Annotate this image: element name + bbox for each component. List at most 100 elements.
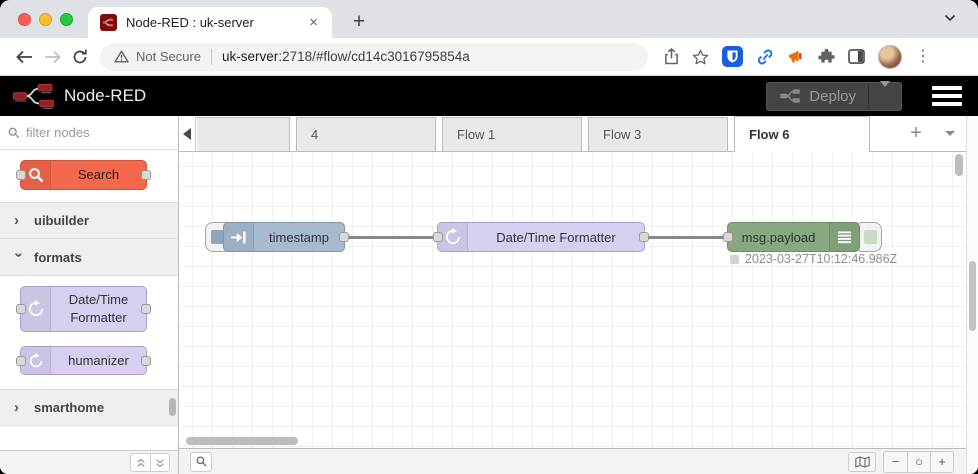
- browser-toolbar: Not Secure uk-server :2718/#flow/cd14c30…: [0, 38, 978, 76]
- browser-tab[interactable]: Node-RED : uk-server ×: [88, 7, 332, 38]
- flow-canvas[interactable]: timestamp Date/Time Formatter msg.payloa…: [179, 152, 966, 448]
- inject-arrow-icon: [224, 223, 254, 251]
- page-scrollbar-thumb[interactable]: [969, 261, 976, 331]
- chevron-right-icon: ›: [14, 212, 19, 229]
- page-scrollbar[interactable]: [966, 116, 978, 474]
- canvas-footer: − ○ +: [179, 448, 966, 474]
- fullscreen-window-button[interactable]: [60, 12, 73, 26]
- zoom-reset-button[interactable]: ○: [907, 451, 930, 472]
- side-panel-icon[interactable]: [848, 49, 865, 64]
- reload-button[interactable]: [66, 43, 94, 71]
- flow-tab-flow1[interactable]: Flow 1: [442, 117, 582, 151]
- node-output-port: [141, 355, 151, 366]
- flow-tab-partial[interactable]: [197, 117, 290, 151]
- share-icon[interactable]: [664, 48, 679, 65]
- deploy-options-button[interactable]: [869, 81, 901, 105]
- collapse-all-button[interactable]: [131, 454, 150, 471]
- flow-tab-flow3[interactable]: Flow 3: [588, 117, 728, 151]
- filter-nodes-input[interactable]: [26, 125, 156, 140]
- node-label: timestamp: [269, 229, 329, 245]
- node-output-port[interactable]: [639, 232, 649, 242]
- wire-inject-to-formatter[interactable]: [342, 236, 442, 239]
- chevron-down-icon: [880, 81, 890, 104]
- wire-formatter-to-debug[interactable]: [642, 236, 732, 239]
- node-label: msg.payload: [741, 229, 816, 245]
- tab-search-chevron-icon[interactable]: [944, 14, 956, 22]
- palette-category-formats[interactable]: › formats: [0, 239, 178, 276]
- debug-node-status: 2023-03-27T10:12:46.986Z: [730, 252, 897, 266]
- forward-button[interactable]: [38, 43, 66, 71]
- deploy-button[interactable]: Deploy: [766, 81, 902, 111]
- triangle-left-icon: [183, 127, 191, 140]
- palette-section: Search: [0, 160, 178, 190]
- add-flow-button[interactable]: +: [910, 122, 922, 144]
- chevron-right-icon: ›: [14, 399, 19, 416]
- zoom-controls: − ○ +: [883, 450, 954, 473]
- deploy-nodes-icon: [779, 88, 801, 104]
- palette-node-search[interactable]: Search: [16, 160, 151, 190]
- debug-toggle-button[interactable]: [858, 222, 882, 252]
- debug-list-icon: [829, 223, 859, 251]
- deploy-label: Deploy: [809, 87, 856, 105]
- palette-category-smarthome[interactable]: › smarthome: [0, 389, 178, 426]
- canvas-vertical-scrollbar[interactable]: [955, 154, 963, 176]
- flow-tab-4[interactable]: 4: [296, 117, 436, 151]
- not-secure-warning-icon[interactable]: [114, 50, 129, 63]
- browser-menu-icon[interactable]: ⋮: [915, 47, 931, 65]
- node-red-logo-icon: [12, 82, 56, 110]
- tab-close-icon[interactable]: ×: [309, 14, 318, 31]
- flow-tab-flow6-active[interactable]: Flow 6: [734, 116, 870, 152]
- minimize-window-button[interactable]: [39, 12, 52, 26]
- bookmark-star-icon[interactable]: [692, 49, 709, 65]
- url-divider: [211, 48, 213, 65]
- node-output-port: [141, 304, 151, 314]
- inject-node[interactable]: timestamp: [223, 222, 349, 252]
- deploy-divider: [868, 82, 869, 110]
- palette-node-humanizer[interactable]: humanizer: [16, 346, 151, 375]
- palette-sidebar: Search › uibuilder › formats: [0, 116, 179, 474]
- not-secure-label: Not Secure: [136, 49, 202, 64]
- close-window-button[interactable]: [18, 12, 31, 26]
- datetime-formatter-node[interactable]: Date/Time Formatter: [433, 222, 649, 252]
- profile-avatar[interactable]: [878, 44, 902, 69]
- timer-icon: [21, 347, 51, 374]
- flow-list-button[interactable]: [934, 131, 966, 136]
- back-button[interactable]: [10, 43, 38, 71]
- palette-category-uibuilder[interactable]: › uibuilder: [0, 202, 178, 239]
- node-output-port[interactable]: [339, 232, 349, 242]
- node-input-port[interactable]: [433, 232, 443, 242]
- traffic-lights: [0, 12, 87, 26]
- status-timestamp: 2023-03-27T10:12:46.986Z: [745, 252, 898, 266]
- palette-filter: [0, 116, 178, 150]
- node-input-port[interactable]: [723, 232, 733, 242]
- browser-tabstrip: Node-RED : uk-server × +: [0, 0, 978, 38]
- tab-title: Node-RED : uk-server: [126, 15, 254, 30]
- zoom-out-button[interactable]: −: [884, 451, 907, 472]
- canvas-search-button[interactable]: [190, 451, 212, 472]
- chevron-down-icon: ›: [10, 252, 28, 257]
- palette-footer: [0, 450, 178, 474]
- palette-scrollbar[interactable]: [169, 398, 176, 416]
- megaphone-extension-icon[interactable]: [787, 49, 805, 65]
- new-tab-button[interactable]: +: [352, 10, 366, 33]
- address-bar[interactable]: Not Secure uk-server :2718/#flow/cd14c30…: [100, 42, 648, 71]
- palette-content: Search › uibuilder › formats: [0, 150, 178, 450]
- bitwarden-extension-icon[interactable]: [722, 46, 743, 67]
- expand-all-button[interactable]: [150, 454, 169, 471]
- navigator-map-button[interactable]: [848, 451, 876, 472]
- tab-scroll-left-button[interactable]: [179, 116, 196, 151]
- chevron-down-icon: [945, 131, 955, 136]
- main-menu-button[interactable]: [932, 86, 962, 106]
- canvas-horizontal-scrollbar[interactable]: [186, 437, 298, 445]
- zoom-in-button[interactable]: +: [930, 451, 953, 472]
- link-extension-icon[interactable]: [756, 49, 774, 65]
- flow-tab-bar: 4 Flow 1 Flow 3 Flow 6 +: [179, 116, 966, 152]
- extensions-puzzle-icon[interactable]: [818, 48, 835, 65]
- tab-bar-actions: +: [898, 116, 966, 151]
- node-output-port: [141, 170, 151, 180]
- url-path: :2718/#flow/cd14c3016795854a: [278, 49, 470, 64]
- debug-node[interactable]: msg.payload: [723, 222, 860, 252]
